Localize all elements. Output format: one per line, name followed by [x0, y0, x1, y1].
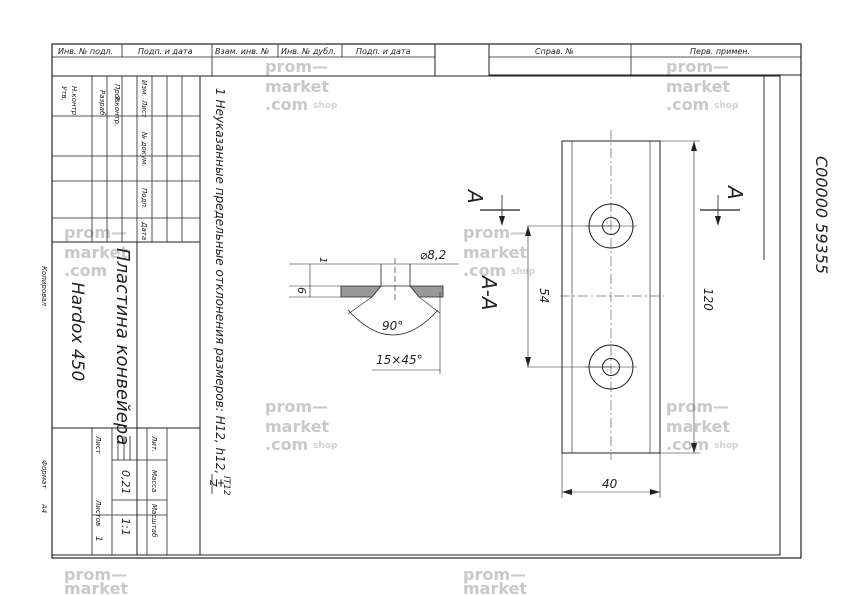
scale-value: 1:1	[119, 518, 132, 536]
dim-angle: 90°	[382, 319, 403, 333]
col-list: Лист	[140, 99, 148, 119]
plate-outline	[561, 140, 661, 454]
watermark-text: market	[64, 243, 128, 262]
role-labels: Разраб. Пров. Т.контр. Н.контр. Утв.	[60, 84, 121, 126]
col-data: Дата	[140, 221, 148, 240]
section-hatch-left	[340, 285, 382, 298]
role-nkontr: Н.контр.	[70, 86, 78, 117]
col-izm: Изм.	[140, 80, 148, 96]
watermark-text: prom—	[463, 565, 526, 584]
watermark: prom— market	[64, 565, 128, 595]
column-labels: Изм. Лист № докум. Подп. Дата	[140, 80, 148, 240]
watermark-text: shop	[511, 267, 536, 277]
label-inv-dubl: Инв. № дубл.	[281, 47, 336, 56]
label-perv-primen: Перв. примен.	[690, 47, 750, 56]
watermark: prom— market	[463, 565, 527, 595]
watermark: prom— market .com shop	[265, 397, 338, 454]
section-hatch-right	[409, 285, 444, 298]
stamp-number: С00000 59355	[812, 156, 831, 274]
material: Hardox 450	[67, 282, 87, 381]
watermark-text: market	[463, 243, 527, 262]
watermark-text: prom—	[64, 223, 127, 242]
watermark: prom— market .com shop	[666, 57, 739, 114]
watermark-text: prom—	[265, 397, 328, 416]
note-text: 1 Неуказанные предельные отклонения разм…	[213, 88, 227, 488]
watermark-text: shop	[714, 441, 739, 451]
watermark-text: market	[666, 417, 730, 436]
watermark: prom— market .com	[64, 223, 128, 280]
sheets-value: 1	[93, 536, 103, 542]
role-utv: Утв.	[60, 86, 68, 101]
title-block: Разраб. Пров. Т.контр. Н.контр. Утв. Изм…	[40, 75, 201, 556]
angle-arc	[347, 309, 439, 336]
role-prov: Пров.	[113, 84, 121, 104]
part-name: Пластина конвейера	[112, 248, 133, 445]
dim-chamfer: 15×45°	[376, 353, 423, 367]
watermark: prom— market .com shop	[265, 57, 338, 114]
dim-diameter: ⌀8,2	[420, 248, 446, 262]
dim-length: 120	[701, 288, 715, 311]
watermark-text: market	[265, 417, 329, 436]
section-view: ⌀8,2 6 1 90° 15×45° А-А	[289, 248, 501, 374]
watermark-text: shop	[313, 441, 338, 451]
mass-header-scale: Масштаб	[150, 504, 158, 538]
section-label: А-А	[477, 274, 501, 311]
watermark-text: .com	[265, 435, 308, 454]
watermark-text: prom—	[64, 565, 127, 584]
dim-width: 40	[602, 477, 618, 491]
watermark-text: .com	[666, 435, 709, 454]
label-vzam-inv: Взам. инв. №	[215, 47, 269, 56]
cut-label-left: А	[463, 188, 487, 204]
watermark-text: market	[265, 77, 329, 96]
label-inv-podl: Инв. № подл.	[58, 47, 113, 56]
mass-header-massa: Масса	[150, 470, 158, 492]
watermarks: prom— market .com shop prom— market .com…	[64, 57, 739, 595]
role-razrab: Разраб.	[98, 90, 106, 118]
copied-label: Копировал	[40, 266, 48, 307]
label-podp-data-2: Подп. и дата	[356, 47, 411, 56]
inner-frame	[200, 75, 781, 556]
col-podp: Подп.	[140, 188, 148, 209]
format-value: А4	[40, 503, 48, 513]
label-podp-data: Подп. и дата	[138, 47, 193, 56]
sheets-label: Листов	[94, 499, 102, 526]
label-sprav: Справ. №	[535, 47, 574, 56]
tolerance-note: 1 Неуказанные предельные отклонения разм…	[207, 88, 231, 496]
watermark-text: .com	[265, 95, 308, 114]
sheet-label: Лист	[94, 435, 102, 455]
watermark-text: prom—	[463, 223, 526, 242]
dim-thickness-total: 6	[295, 287, 308, 294]
note-numerator: IT12	[221, 476, 231, 496]
watermark-text: .com	[463, 261, 506, 280]
watermark-text: market	[64, 579, 128, 595]
watermark-text: market	[463, 579, 527, 595]
watermark-text: market	[666, 77, 730, 96]
col-doc: № докум.	[140, 131, 148, 167]
watermark: prom— market .com shop	[666, 397, 739, 454]
mass-header-lit: Лит.	[150, 435, 158, 452]
note-denominator: 2	[207, 480, 218, 486]
watermark-text: .com	[64, 261, 107, 280]
cut-label-right: А	[723, 184, 747, 200]
watermark-text: .com	[666, 95, 709, 114]
format-label: Формат	[40, 460, 48, 489]
watermark-text: shop	[714, 101, 739, 111]
watermark-text: prom—	[666, 397, 729, 416]
role-tkontr: Т.контр.	[113, 96, 121, 126]
watermark: prom— market .com shop	[463, 223, 536, 280]
watermark-text: prom—	[265, 57, 328, 76]
sheet-frame	[51, 43, 802, 559]
dim-hole-pitch: 54	[537, 288, 551, 303]
dim-thickness-small: 1	[317, 257, 328, 263]
plate-view: 54 120 40 А А	[463, 130, 747, 498]
mass-value: 0,21	[119, 470, 132, 495]
watermark-text: prom—	[666, 57, 729, 76]
top-strip: Инв. № подл. Подп. и дата Взам. инв. № И…	[51, 43, 802, 77]
watermark-text: shop	[313, 101, 338, 111]
